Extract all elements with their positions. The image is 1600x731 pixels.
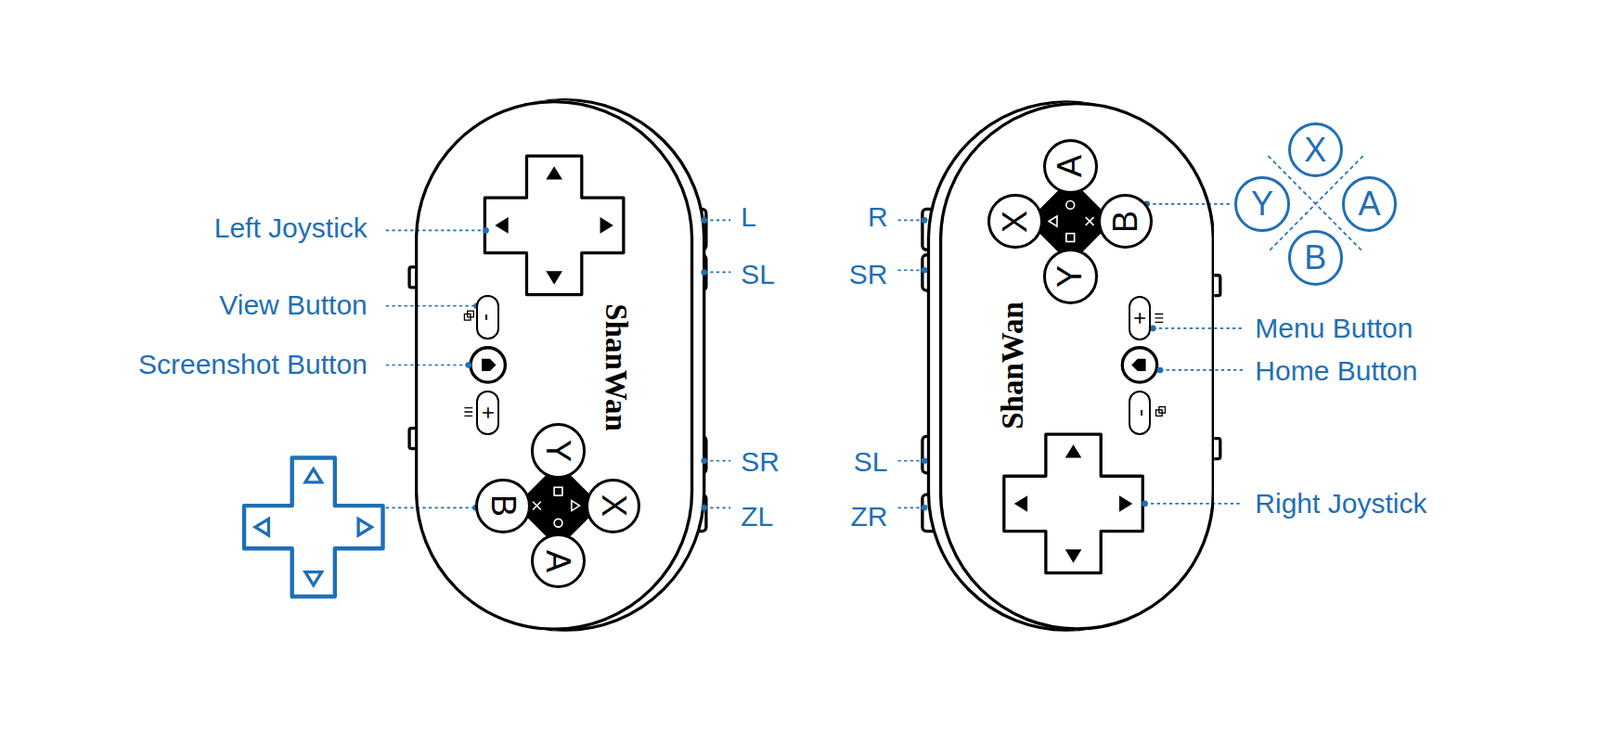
plus-minus-symbol: + [1128,311,1151,325]
part-label: Left Joystick [214,214,368,243]
button-letter: X [596,494,631,517]
button-letter: Y [1251,187,1274,221]
button-letter: A [541,550,575,573]
button-letter: X [998,210,1033,233]
brand-text: ShanWan [996,301,1028,430]
face-button: B [475,478,530,534]
button-letter: X [1303,133,1327,168]
button-letter: B [486,494,520,517]
face-button: B [1097,193,1153,249]
button-letter: A [1358,187,1381,221]
controller-body: ShanWan - + Y B X A [414,100,694,632]
face-button: X [987,193,1043,249]
face-button-wedges [515,178,1113,549]
part-label: Home Button [1254,357,1418,386]
part-label: Menu Button [1254,314,1413,343]
shoulder-label: SL [853,448,889,477]
shoulder-label: ZR [851,503,889,531]
right-dpad [1004,434,1143,573]
button-letter: B [1303,241,1327,275]
plus-minus-symbol: + [477,406,500,420]
button-layout-circle: B [1288,230,1343,285]
right-controller-body [922,102,1221,631]
face-button: A [530,533,586,589]
plus-minus-button: + [1128,296,1151,341]
face-button: Y [530,423,586,478]
button-letter: A [1053,154,1087,178]
part-label: Screenshot Button [138,350,368,379]
leader-lines [386,204,1243,509]
shoulder-label: SR [849,260,889,289]
button-layout-circle: X [1288,122,1343,178]
button-letter: Y [1053,265,1087,288]
controller-outline-shape [416,101,693,630]
shoulder-label: R [867,203,889,232]
face-button: X [585,478,641,534]
plus-minus-button: - [476,295,499,340]
button-layout-circle: A [1341,176,1397,232]
button-layout-circle: Y [1234,176,1290,232]
small-icons [464,310,1165,416]
face-button: A [1043,139,1098,194]
shoulder-label: ZL [740,503,774,531]
dpad-inset [244,457,383,596]
plus-minus-symbol: - [477,313,500,322]
face-button: Y [1043,248,1098,304]
plus-minus-button: - [1128,390,1151,436]
left-dpad [484,155,623,295]
shoulder-label: SR [740,448,780,477]
plus-minus-button: + [476,390,499,436]
button-letter: B [1109,210,1143,233]
plus-minus-symbol: - [1128,409,1151,417]
button-letter: Y [541,439,575,463]
round-buttons [470,348,1158,383]
part-label: Right Joystick [1254,490,1427,518]
controller-outline-shape [940,103,1213,630]
controller-body: ShanWan A X B Y + - [939,102,1215,632]
shoulder-label: L [740,203,757,232]
shoulder-label: SL [740,260,775,289]
leader-dots [465,201,1164,512]
part-label: View Button [219,291,368,320]
brand-text: ShanWan [599,303,631,432]
